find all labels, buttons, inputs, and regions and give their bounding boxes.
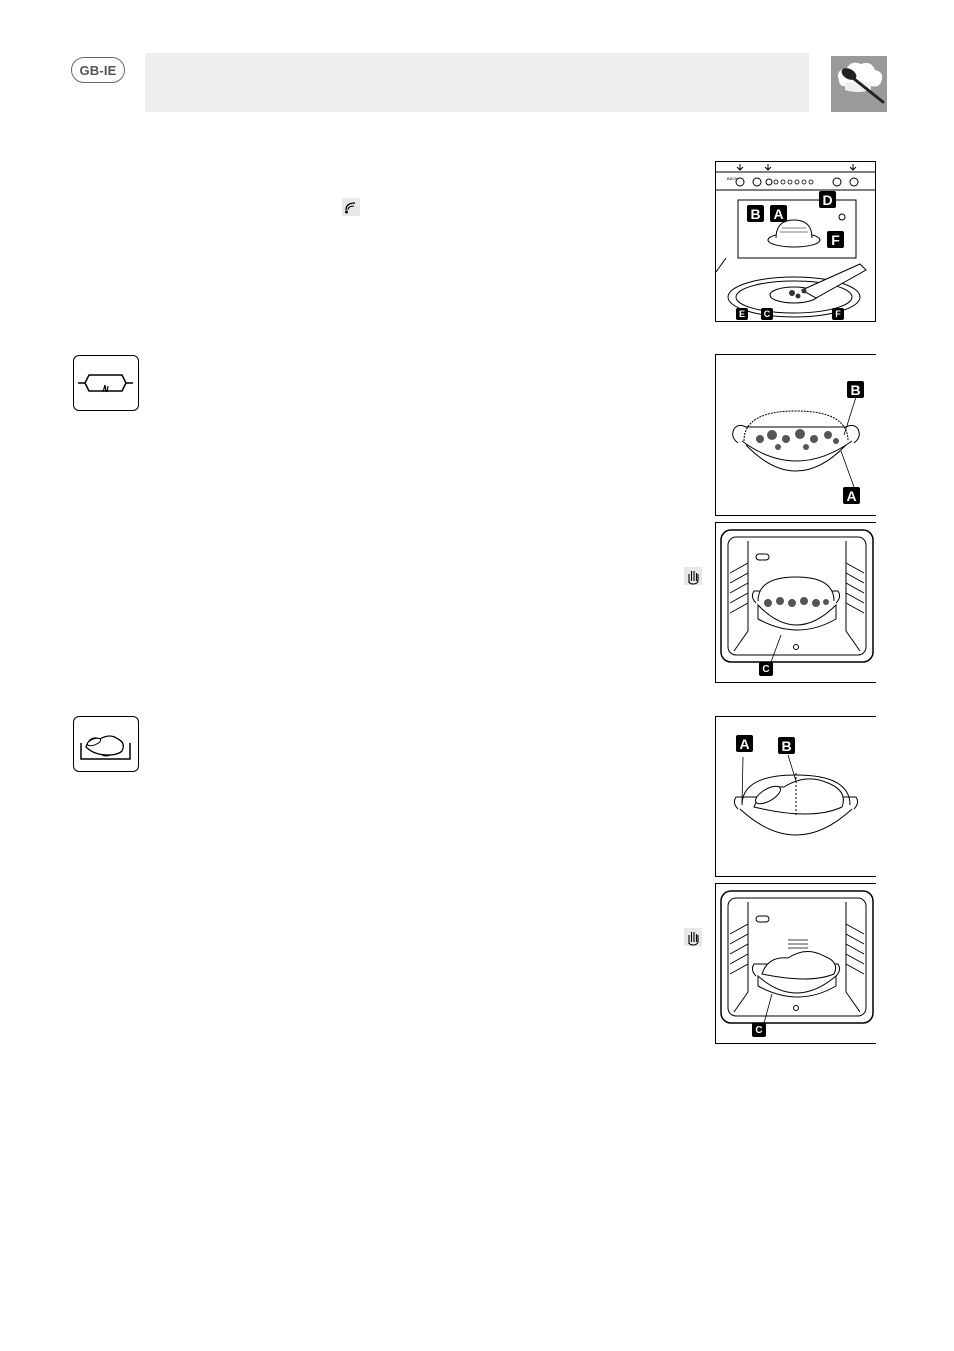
hand-warning-icon xyxy=(684,928,702,946)
spoon-chef-hat-icon xyxy=(831,56,887,112)
label-e: E xyxy=(736,308,748,320)
label-d: D xyxy=(819,191,836,208)
label-a: A xyxy=(770,205,787,222)
steam-symbol-icon xyxy=(342,198,360,216)
label-c: C xyxy=(761,308,773,320)
figure-oven-steam-setup: BACK B A D F E C F xyxy=(715,161,876,322)
figure-oven-dish-chicken: C xyxy=(715,883,876,1044)
figure-oven-dish-vegetables: C xyxy=(715,522,876,683)
region-badge: GB-IE xyxy=(71,57,125,83)
label-b: B xyxy=(847,381,864,398)
figure-dish-vegetables: B A xyxy=(715,354,876,516)
panel-label: BACK xyxy=(727,176,738,181)
label-a: A xyxy=(843,487,860,504)
covered-dish-icon xyxy=(73,355,139,411)
label-f-bottom: F xyxy=(832,308,844,320)
label-b: B xyxy=(778,737,795,754)
label-c: C xyxy=(759,662,773,676)
roast-chicken-dish-icon xyxy=(73,716,139,772)
hand-warning-icon xyxy=(684,567,702,585)
label-a: A xyxy=(736,735,753,752)
label-b: B xyxy=(747,205,764,222)
header-bar xyxy=(145,53,809,112)
label-c: C xyxy=(752,1023,766,1037)
label-f-top: F xyxy=(827,231,844,248)
figure-dish-chicken: A B xyxy=(715,716,876,877)
